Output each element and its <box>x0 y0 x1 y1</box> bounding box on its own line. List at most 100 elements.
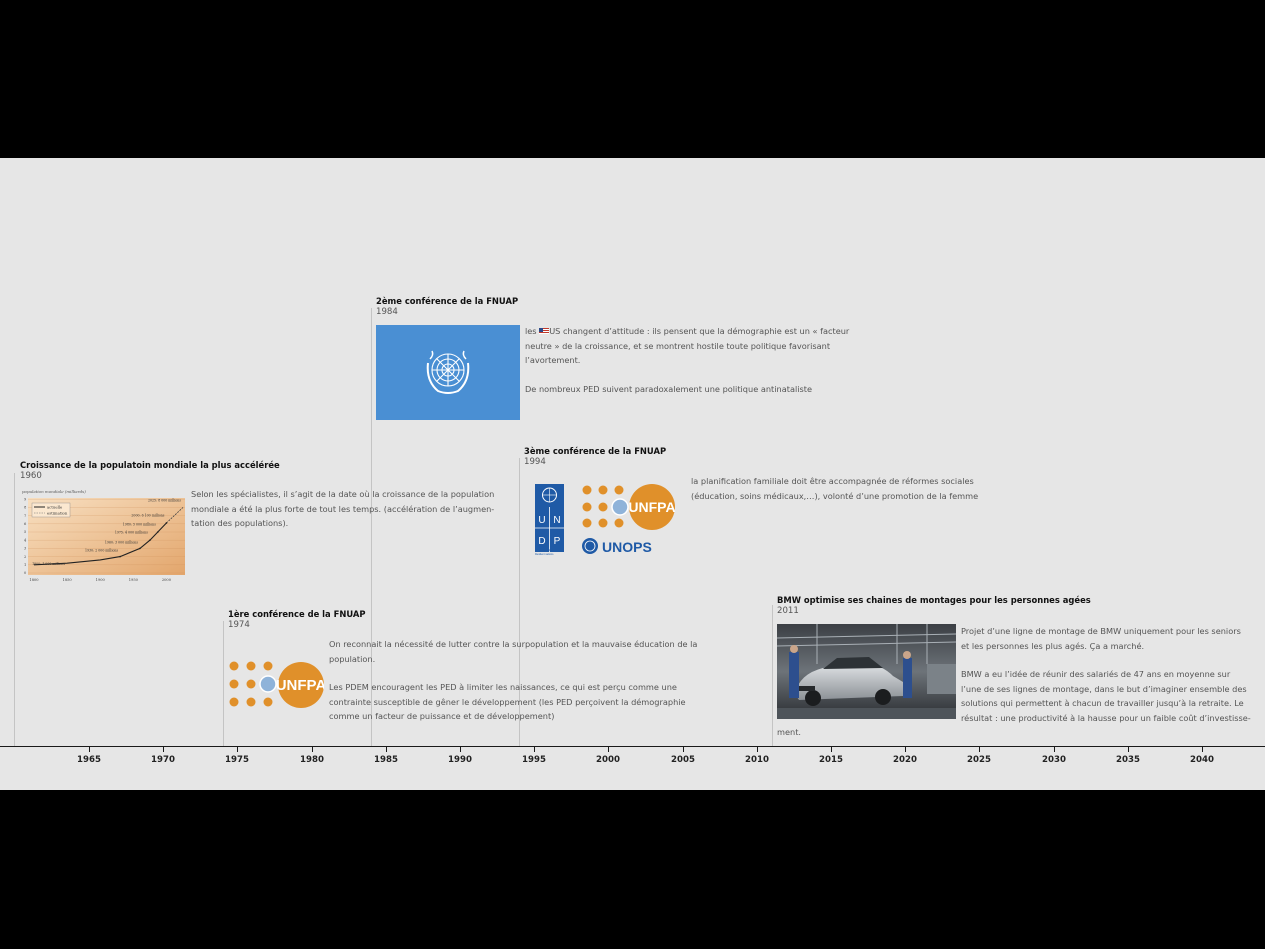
axis-tick <box>386 747 387 752</box>
timeline-stage: Croissance de la populatoin mondiale la … <box>0 158 1265 790</box>
event-paragraph: De nombreux PED suivent paradoxalement u… <box>525 383 813 394</box>
event-paragraph: BMW a eu l’idée de réunir des salariés d… <box>961 669 1251 723</box>
chart-y-tick-label: 0 <box>24 571 27 575</box>
chart-x-tick-label: 2000 <box>162 578 172 582</box>
unfpa-orange-disc <box>629 484 675 530</box>
text-prefix: les <box>525 326 540 336</box>
unfpa-dots <box>229 661 273 707</box>
us-flag-icon <box>539 328 550 334</box>
event-year-1960: 1960 <box>20 471 42 481</box>
event-text-2011: Projet d’une ligne de montage de BMW uni… <box>961 624 1261 725</box>
chart-annotations: 2025: 8 000 millions 2000: 6 100 millions… <box>32 499 181 566</box>
axis-label-1965: 1965 <box>77 755 101 765</box>
chart-annotation: 2025: 8 000 millions <box>148 499 181 503</box>
axis-tick <box>89 747 90 752</box>
axis-label-2005: 2005 <box>671 755 695 765</box>
undp-caption-1: Empowered lives. <box>535 549 555 552</box>
unfpa-logo[interactable]: UNFPA <box>228 659 326 711</box>
axis-tick <box>1128 747 1129 752</box>
un-emblem-icon <box>426 350 470 394</box>
axis-label-1970: 1970 <box>151 755 175 765</box>
axis-tick <box>163 747 164 752</box>
chart-y-tick-label: 4 <box>24 538 27 542</box>
worker-figure <box>903 658 912 698</box>
unfpa-dots <box>582 485 624 528</box>
axis-label-2040: 2040 <box>1190 755 1214 765</box>
undp-unfpa-unops-logos[interactable]: U N D P Empowered lives. Resilient natio… <box>530 480 690 560</box>
axis-tick <box>905 747 906 752</box>
axis-tick <box>608 747 609 752</box>
axis-label-1980: 1980 <box>300 755 324 765</box>
axis-label-1975: 1975 <box>225 755 249 765</box>
event-year-2011: 2011 <box>777 606 799 616</box>
chart-annotation: 2000: 6 100 millions <box>131 513 164 517</box>
legend-label-estimate: estimation <box>47 511 68 516</box>
axis-label-2010: 2010 <box>745 755 769 765</box>
chart-annotation: 1960: 3 000 millions <box>105 540 138 544</box>
chart-annotation: 1980: 5 000 millions <box>123 522 156 526</box>
axis-tick <box>1054 747 1055 752</box>
event-line-1994 <box>519 458 520 747</box>
undp-caption-2: Resilient nations. <box>535 553 554 556</box>
un-flag-image[interactable] <box>376 325 520 420</box>
event-paragraph: les US changent d’attitude : ils pensent… <box>525 324 865 368</box>
event-title-1960[interactable]: Croissance de la populatoin mondiale la … <box>20 460 280 470</box>
population-growth-chart-svg: population mondiale (milliards) 01234567… <box>22 489 185 582</box>
undp-letter-n: N <box>553 515 560 526</box>
chart-x-tick-label: 1950 <box>129 578 139 582</box>
chart-y-tick-label: 5 <box>24 530 27 534</box>
event-text-1994: la planification familiale doit être acc… <box>691 474 1011 503</box>
car-body <box>795 664 905 700</box>
axis-label-1990: 1990 <box>448 755 472 765</box>
axis-label-1985: 1985 <box>374 755 398 765</box>
chart-gridlines <box>28 499 185 574</box>
axis-tick <box>683 747 684 752</box>
event-text-2011-overflow: ment. <box>777 727 802 737</box>
chart-y-tick-label: 7 <box>24 514 27 518</box>
chart-point <box>119 555 121 558</box>
axis-tick <box>237 747 238 752</box>
un-emblem-icon <box>259 675 277 693</box>
axis-label-2030: 2030 <box>1042 755 1066 765</box>
factory-structure <box>777 624 956 664</box>
chart-y-tick-label: 6 <box>24 522 27 526</box>
axis-tick <box>757 747 758 752</box>
undp-unfpa-unops-svg: U N D P Empowered lives. Resilient natio… <box>535 484 676 556</box>
worker-figure <box>789 652 799 698</box>
event-text-1960: Selon les spécialistes, il s’agit de la … <box>191 487 521 531</box>
unops-wordmark: UNOPS <box>602 539 652 555</box>
event-text-1984: les US changent d’attitude : ils pensent… <box>525 324 865 396</box>
event-year-1994: 1994 <box>524 457 546 467</box>
event-title-2011[interactable]: BMW optimise ses chaines de montages pou… <box>777 595 1091 605</box>
chart-annotation: 1975: 4 000 millions <box>115 531 148 535</box>
unfpa-logo-svg: UNFPA <box>229 661 326 708</box>
legend-label-actual: actuelle <box>47 505 63 510</box>
axis-tick <box>831 747 832 752</box>
event-paragraph: Projet d’une ligne de montage de BMW uni… <box>961 626 1241 651</box>
chart-annotation: 1800: 1 000 millions <box>32 562 65 566</box>
chart-point <box>157 531 159 533</box>
event-title-1984[interactable]: 2ème conférence de la FNUAP <box>376 296 519 306</box>
event-title-1994[interactable]: 3ème conférence de la FNUAP <box>524 446 667 456</box>
assembly-line-floor <box>777 708 956 719</box>
event-text-1974: On reconnait la nécessité de lutter cont… <box>329 637 709 724</box>
bmw-photo-svg <box>777 624 956 719</box>
chart-point <box>165 522 168 524</box>
timeline-axis <box>0 746 1265 747</box>
event-line-2011 <box>772 605 773 747</box>
unfpa-wordmark: UNFPA <box>628 499 675 515</box>
chart-annotation: 1930: 2 000 millions <box>85 549 118 553</box>
chart-point <box>139 547 141 550</box>
un-emblem-icon <box>582 538 598 554</box>
chart-y-tick-label: 8 <box>24 506 27 510</box>
chart-y-tick-label: 2 <box>24 555 26 559</box>
bmw-assembly-line-photo[interactable] <box>777 624 956 719</box>
axis-label-1995: 1995 <box>522 755 546 765</box>
axis-label-2015: 2015 <box>819 755 843 765</box>
event-title-1974[interactable]: 1ère conférence de la FNUAP <box>228 609 366 619</box>
undp-letter-p: P <box>554 536 561 547</box>
axis-tick <box>979 747 980 752</box>
event-line-1960 <box>14 473 15 747</box>
